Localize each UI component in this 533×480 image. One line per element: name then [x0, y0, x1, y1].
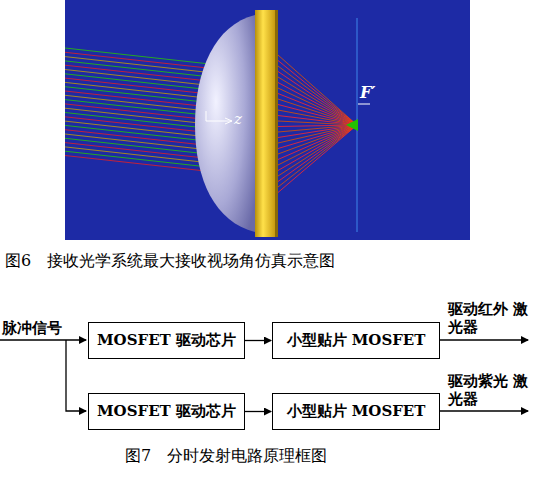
output-wire: [440, 339, 528, 340]
sim-background: [65, 0, 470, 240]
input-wire: [0, 339, 86, 340]
z-axis: [206, 121, 232, 122]
signal-label: 驱动红外 激光器: [448, 300, 530, 336]
axis-label: z: [234, 110, 242, 128]
arrow-connector: [245, 411, 271, 412]
figure-caption: 图6 接收光学系统最大接收视场角仿真示意图: [5, 252, 335, 270]
process-box: 小型贴片 MOSFET: [272, 322, 440, 359]
branch-wire: [66, 340, 86, 411]
signal-label: 脉冲信号: [2, 319, 62, 337]
lens-plate: [255, 10, 275, 237]
arrow-connector: [245, 340, 271, 341]
process-box: MOSFET 驱动芯片: [88, 322, 245, 359]
box-text: MOSFET 驱动芯片: [97, 402, 236, 421]
lens-dome: [195, 15, 255, 232]
output-wire: [440, 410, 528, 411]
process-box: MOSFET 驱动芯片: [88, 393, 245, 430]
z-axis-tick: [206, 111, 207, 121]
process-box: 小型贴片 MOSFET: [272, 393, 440, 430]
focus-marker: [346, 119, 358, 131]
lens-plate-edge: [275, 10, 278, 237]
box-text: MOSFET 驱动芯片: [97, 331, 236, 350]
box-text: 小型贴片 MOSFET: [287, 331, 426, 350]
f-leader: [358, 104, 370, 105]
box-text: 小型贴片 MOSFET: [287, 402, 426, 421]
axis-label: F′: [360, 84, 376, 102]
signal-label: 驱动紫光 激光器: [448, 372, 530, 408]
figure-caption: 图7 分时发射电路原理框图: [125, 447, 327, 465]
